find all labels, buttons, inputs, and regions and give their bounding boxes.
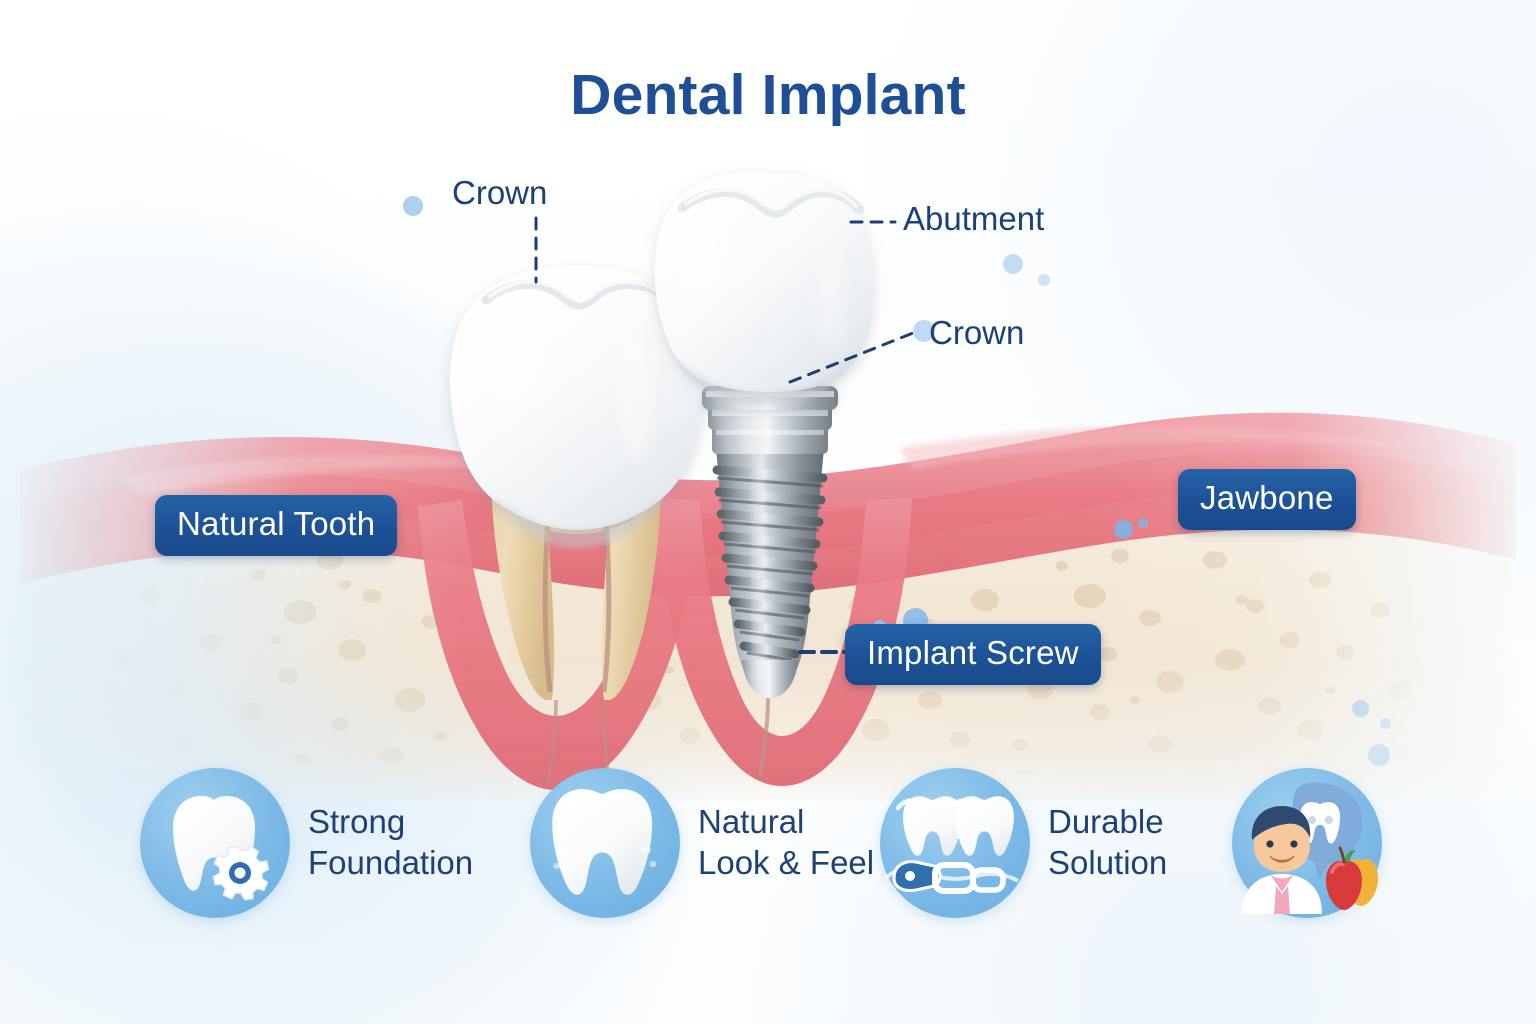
badge-jawbone[interactable]: Jawbone xyxy=(1178,469,1356,530)
decor-dot xyxy=(1138,518,1148,528)
label-crown-implant: Crown xyxy=(929,314,1025,351)
feature-label: Natural Look & Feel xyxy=(698,802,874,884)
feature-label-line1: Durable xyxy=(1048,803,1164,841)
feature-label-line2: Look & Feel xyxy=(698,844,875,881)
implant-screw xyxy=(702,386,838,777)
feature-durable-solution[interactable]: Durable Solution xyxy=(880,768,1167,918)
decor-dot xyxy=(1380,718,1391,729)
tooth-icon xyxy=(552,789,657,895)
feature-natural-look-feel[interactable]: Natural Look & Feel xyxy=(530,768,874,918)
tooth-gear-icon xyxy=(173,796,270,901)
feature-label: Strong Foundation xyxy=(308,802,473,884)
feature-icon-circle xyxy=(140,768,290,918)
teeth-chain-icon xyxy=(884,796,1020,894)
feature-strong-foundation[interactable]: Strong Foundation xyxy=(140,768,473,918)
decor-dot xyxy=(403,196,423,216)
feature-label: Durable Solution xyxy=(1048,802,1167,884)
page-title: Dental Implant xyxy=(570,63,966,127)
decor-dot xyxy=(1038,274,1050,286)
label-abutment: Abutment xyxy=(903,200,1045,237)
decor-dot xyxy=(1114,520,1133,539)
badge-implant-screw[interactable]: Implant Screw xyxy=(845,624,1101,685)
feature-dentist-apple[interactable] xyxy=(1232,768,1400,918)
decor-dot xyxy=(1368,744,1390,766)
decor-dot xyxy=(1003,254,1023,274)
feature-icon-circle xyxy=(1232,768,1382,918)
feature-label-line1: Natural xyxy=(698,803,805,841)
badge-natural-tooth[interactable]: Natural Tooth xyxy=(155,495,398,556)
feature-icon-circle xyxy=(530,768,680,918)
feature-icon-circle xyxy=(880,768,1030,918)
label-crown-natural: Crown xyxy=(452,174,548,211)
feature-label-line2: Foundation xyxy=(308,844,474,881)
decor-dot xyxy=(913,320,935,342)
badge-implant-screw-label: Implant Screw xyxy=(867,634,1079,671)
badge-jawbone-label: Jawbone xyxy=(1200,479,1334,516)
decor-dot xyxy=(1352,700,1369,717)
dentist-apple-icon xyxy=(1242,782,1378,914)
badge-natural-tooth-label: Natural Tooth xyxy=(177,505,376,542)
leader-crown-implant xyxy=(788,329,920,384)
feature-label-line1: Strong xyxy=(308,803,406,841)
leader-lines xyxy=(534,216,920,384)
natural-tooth xyxy=(449,265,705,785)
implant-crown xyxy=(654,171,874,406)
feature-label-line2: Solution xyxy=(1048,844,1168,881)
